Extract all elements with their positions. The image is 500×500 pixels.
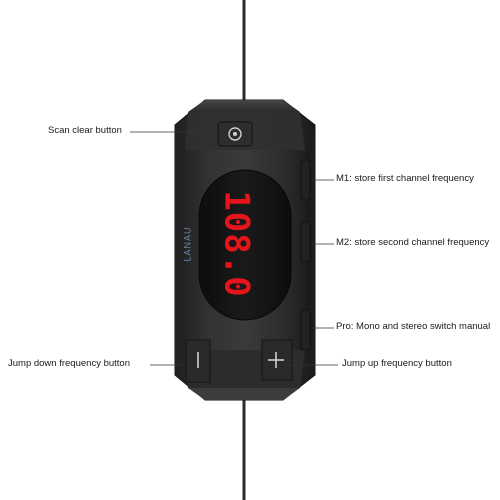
brand-logo: LANAU <box>182 226 192 261</box>
jump-down-label: Jump down frequency button <box>8 358 130 369</box>
jump-up-label: Jump up frequency button <box>342 358 452 369</box>
pro-button[interactable] <box>300 309 311 351</box>
callout-leaders <box>130 131 338 366</box>
m2-label: M2: store second channel frequency <box>336 237 490 248</box>
frequency-display: 108.0 <box>217 190 257 297</box>
scan-clear-label: Scan clear button <box>48 125 122 136</box>
m2-button[interactable] <box>300 221 311 263</box>
pro-label: Pro: Mono and stereo switch manual <box>336 321 491 332</box>
plus-icon <box>268 352 284 368</box>
power-scan-icon <box>228 127 242 141</box>
display-screen <box>198 169 292 321</box>
m1-button[interactable] <box>300 159 311 201</box>
m1-label: M1: store first channel frequency <box>336 173 474 184</box>
